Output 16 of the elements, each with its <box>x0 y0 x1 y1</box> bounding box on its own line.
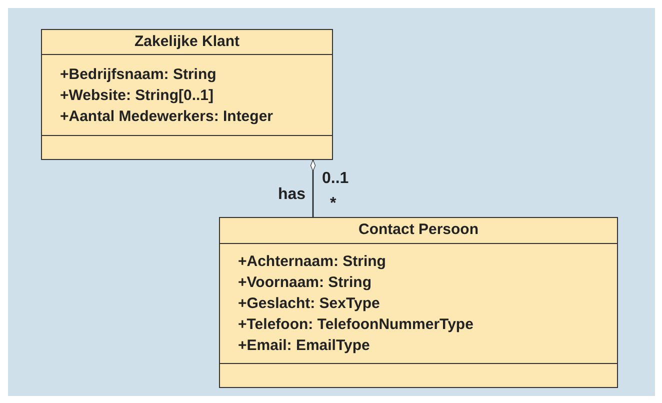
attribute-text: +Telefoon: TelefoonNummerType <box>238 315 474 335</box>
attribute-text: +Aantal Medewerkers: Integer <box>60 106 274 126</box>
attribute-text: +Voornaam: String <box>238 273 372 293</box>
multiplicity-label: 0..1 <box>322 171 349 187</box>
multiplicity-label: * <box>330 196 336 212</box>
attribute-text: +Achternaam: String <box>238 252 387 272</box>
aggregation-line <box>310 160 316 217</box>
class-box <box>219 217 618 388</box>
class-name: Contact Persoon <box>358 220 478 240</box>
attribute-text: +Geslacht: SexType <box>238 294 381 314</box>
class-box <box>41 29 333 160</box>
class-name: Zakelijke Klant <box>134 32 240 52</box>
attribute-text: +Email: EmailType <box>238 336 371 356</box>
attribute-text: +Bedrijfsnaam: String <box>60 64 218 84</box>
edge-label: has <box>278 187 306 203</box>
attribute-text: +Website: String[0..1] <box>60 86 215 106</box>
